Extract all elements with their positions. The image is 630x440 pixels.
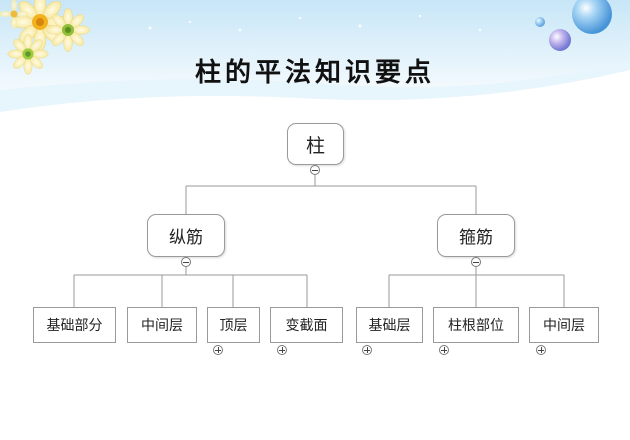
collapse-toggle-icon[interactable] [471,257,481,267]
expand-toggle-icon[interactable] [213,345,223,355]
node-label: 箍筋 [459,228,493,248]
node-middle-floor[interactable]: 中间层 [127,307,197,343]
node-label: 柱根部位 [448,318,504,334]
node-stirrups[interactable]: 箍筋 [437,214,515,257]
blue-bubbles-illustration [535,0,612,51]
node-foundation-part[interactable]: 基础部分 [33,307,116,343]
node-middle-floor-stirrup[interactable]: 中间层 [529,307,599,343]
node-root-label: 柱 [305,134,325,157]
node-column-root[interactable]: 柱根部位 [433,307,519,343]
expand-toggle-icon[interactable] [439,345,449,355]
node-foundation-floor[interactable]: 基础层 [356,307,423,343]
collapse-toggle-icon[interactable] [310,165,320,175]
node-label: 基础部分 [46,318,103,334]
node-label: 中间层 [141,318,183,334]
expand-toggle-icon[interactable] [362,345,372,355]
slide-title: 柱的平法知识要点 [194,58,435,88]
node-longitudinal-bars[interactable]: 纵筋 [147,214,225,257]
expand-toggle-icon[interactable] [277,345,287,355]
expand-toggle-icon[interactable] [536,345,546,355]
node-top-floor[interactable]: 顶层 [207,307,260,343]
node-section-change[interactable]: 变截面 [270,307,343,343]
node-root[interactable]: 柱 [287,123,344,165]
node-label: 变截面 [285,318,328,334]
daisy-flowers-illustration [0,0,90,75]
node-label: 基础层 [368,318,411,334]
node-label: 纵筋 [169,228,203,248]
collapse-toggle-icon[interactable] [181,257,191,267]
node-label: 顶层 [219,318,248,334]
node-label: 中间层 [543,318,585,334]
